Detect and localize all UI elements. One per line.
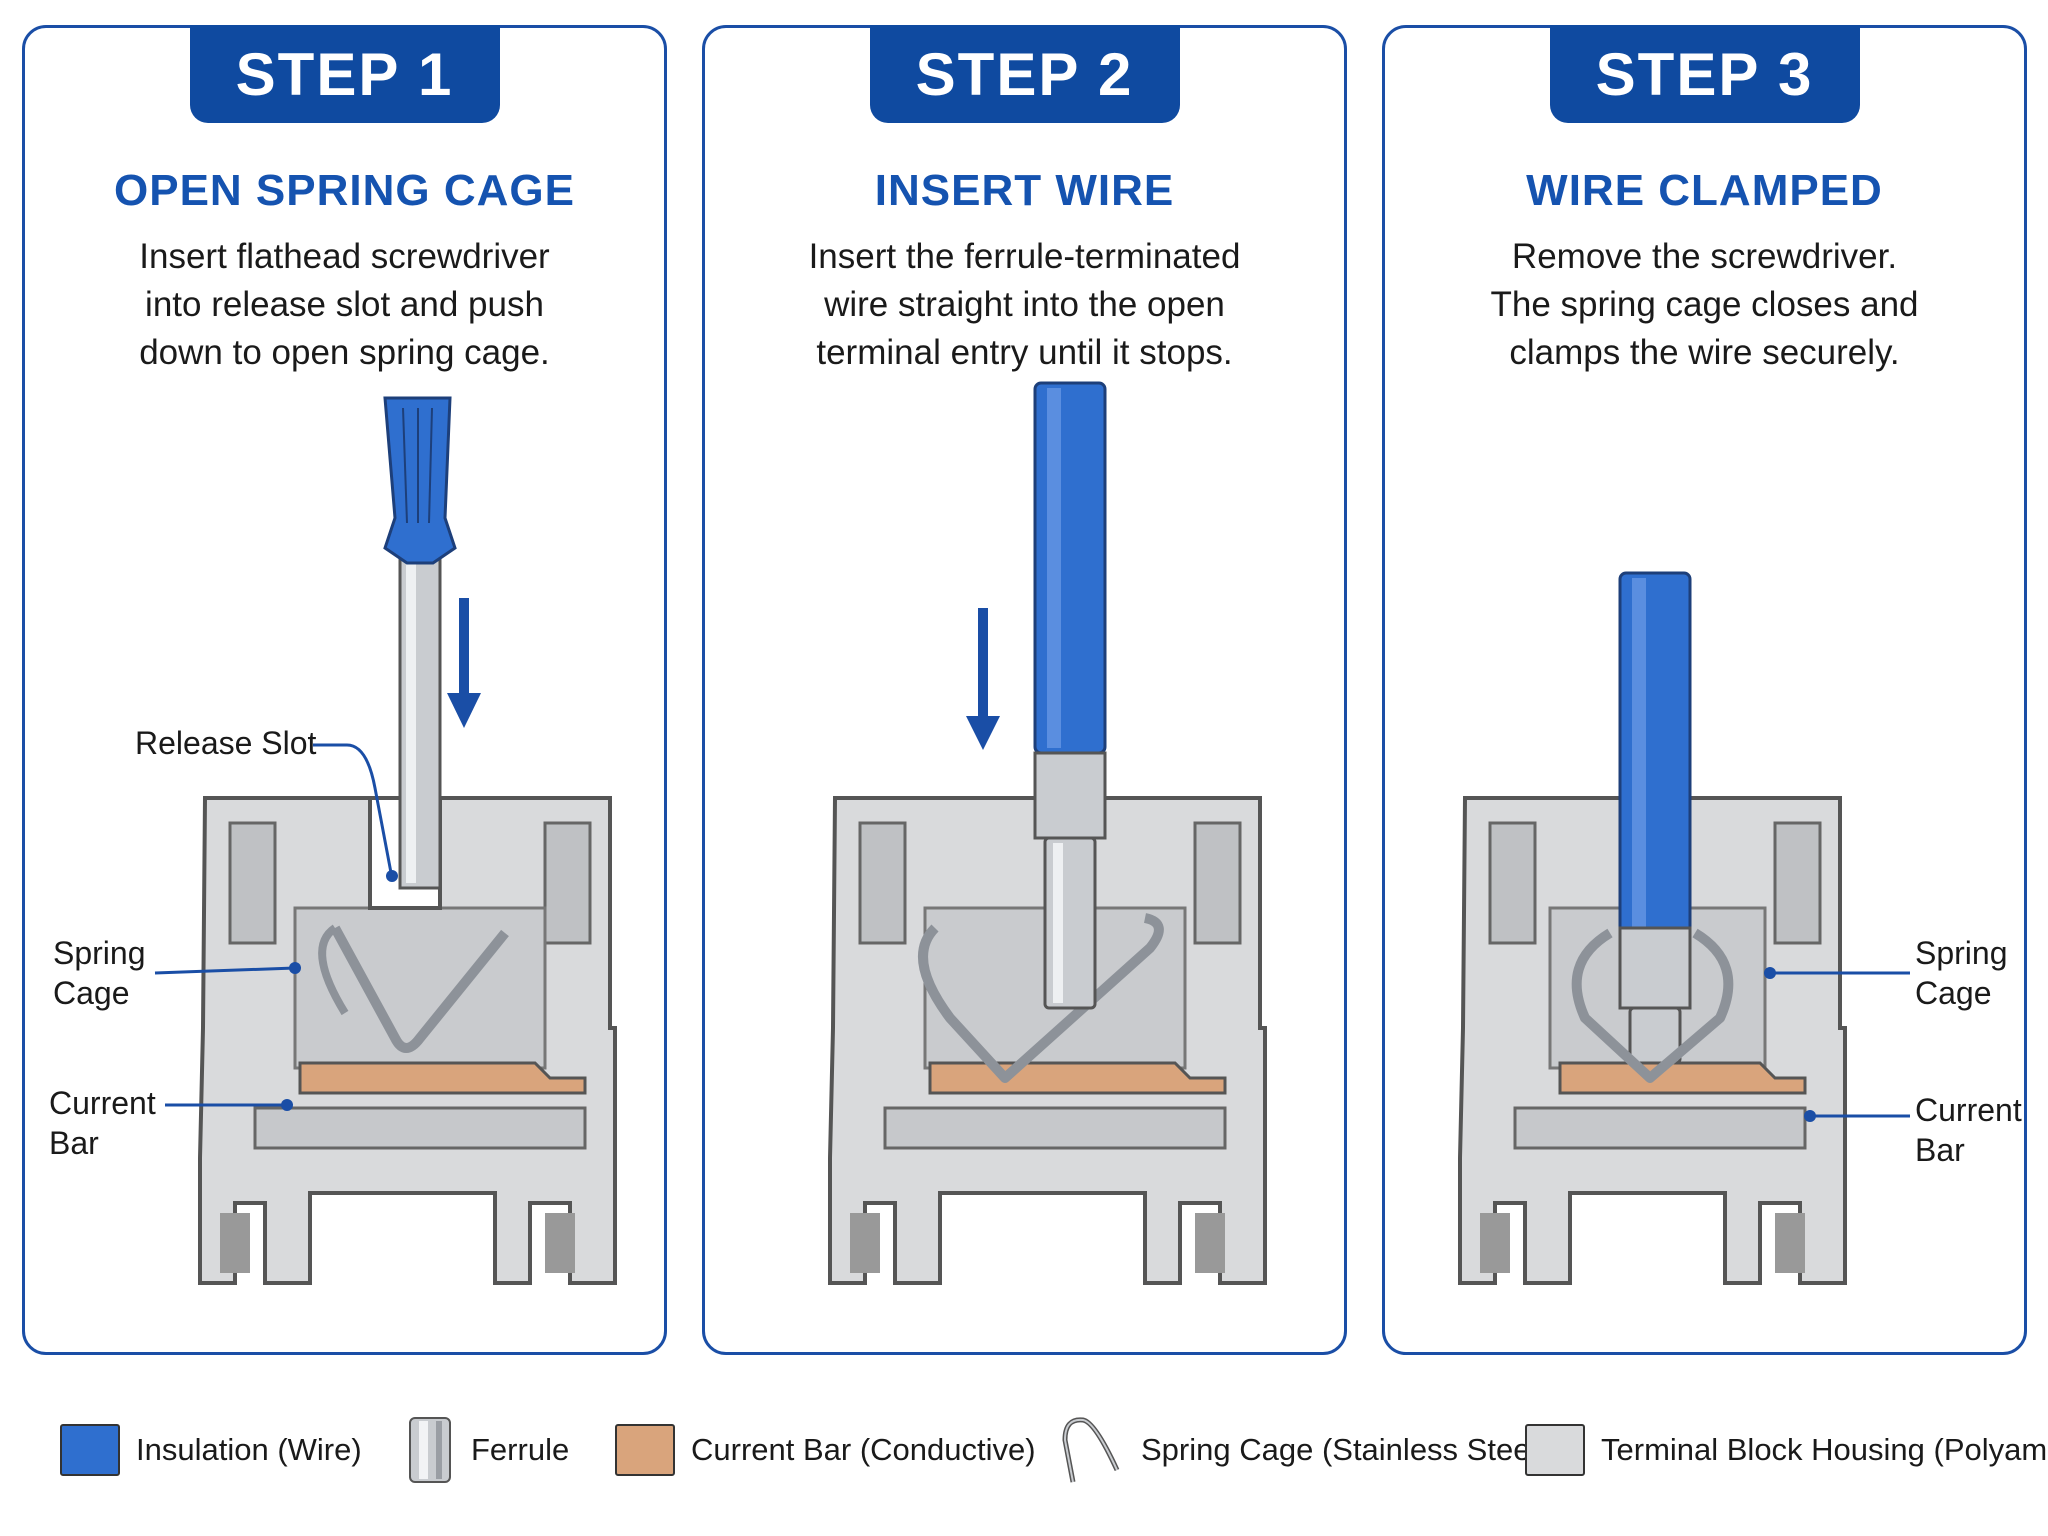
down-arrow-icon bbox=[966, 608, 1000, 750]
housing-swatch-icon bbox=[1525, 1424, 1585, 1476]
step-3-title: WIRE CLAMPED bbox=[1526, 166, 1883, 215]
current-bar-label: Current Bar bbox=[49, 1085, 156, 1161]
wire bbox=[1618, 571, 1692, 1065]
step-2-description: Insert the ferrule-terminated wire strai… bbox=[808, 237, 1241, 372]
step-1-description: Insert flathead screwdriver into release… bbox=[139, 237, 550, 372]
current-bar bbox=[1558, 1061, 1807, 1095]
legend: Insulation (Wire) Ferrule Current Bar (C… bbox=[0, 1405, 2048, 1495]
step-3-tab: STEP 3 bbox=[1549, 25, 1860, 123]
legend-item-ferrule: Ferrule bbox=[405, 1405, 569, 1495]
release-slot-label: Release Slot bbox=[135, 725, 317, 761]
step-2-illustration bbox=[828, 381, 1267, 1285]
spring-cage-label: Spring Cage bbox=[1915, 935, 2008, 1011]
step-1-tab: STEP 1 bbox=[189, 25, 500, 123]
legend-item-current-bar: Current Bar (Conductive) bbox=[615, 1405, 1036, 1495]
insulation-swatch-icon bbox=[60, 1424, 120, 1476]
current-bar bbox=[928, 1061, 1227, 1095]
step-3-panel: STEP 3 WIRE CLAMPED Remove the screwdriv… bbox=[1382, 25, 2027, 1355]
legend-item-spring-cage: Spring Cage (Stainless Steel) bbox=[1055, 1405, 1548, 1495]
spring-cage-label: Spring Cage bbox=[53, 935, 146, 1011]
spring-cage bbox=[1571, 928, 1734, 1083]
legend-item-insulation: Insulation (Wire) bbox=[60, 1405, 362, 1495]
step-1-panel: STEP 1 OPEN SPRING CAGE Insert flathead … bbox=[22, 25, 667, 1355]
spring-cage bbox=[918, 913, 1164, 1083]
screwdriver bbox=[383, 396, 457, 890]
current-bar bbox=[298, 1061, 587, 1095]
spring-cage bbox=[330, 925, 509, 1053]
ferrule bbox=[1618, 926, 1692, 1010]
step-1-title: OPEN SPRING CAGE bbox=[114, 166, 575, 215]
step-2-panel: STEP 2 INSERT WIRE Insert the ferrule-te… bbox=[702, 25, 1347, 1355]
ferrule-icon bbox=[409, 1417, 451, 1483]
step-3-illustration bbox=[1458, 571, 1910, 1285]
spring-cage-leader bbox=[154, 966, 296, 975]
current-bar-label: Current Bar bbox=[1915, 1092, 2022, 1168]
legend-item-housing: Terminal Block Housing (Polyamide) bbox=[1525, 1405, 2048, 1495]
release-slot-leader bbox=[313, 743, 394, 879]
step-2-title: INSERT WIRE bbox=[874, 166, 1175, 215]
spring-cage-icon bbox=[1062, 1417, 1120, 1483]
down-arrow-icon bbox=[447, 598, 481, 728]
step-3-description: Remove the screwdriver. The spring cage … bbox=[1490, 237, 1919, 372]
wire bbox=[1033, 381, 1107, 1010]
step-2-tab: STEP 2 bbox=[869, 25, 1180, 123]
ferrule bbox=[1033, 751, 1107, 840]
step-1-illustration bbox=[154, 396, 617, 1285]
current-bar-swatch-icon bbox=[615, 1424, 675, 1476]
